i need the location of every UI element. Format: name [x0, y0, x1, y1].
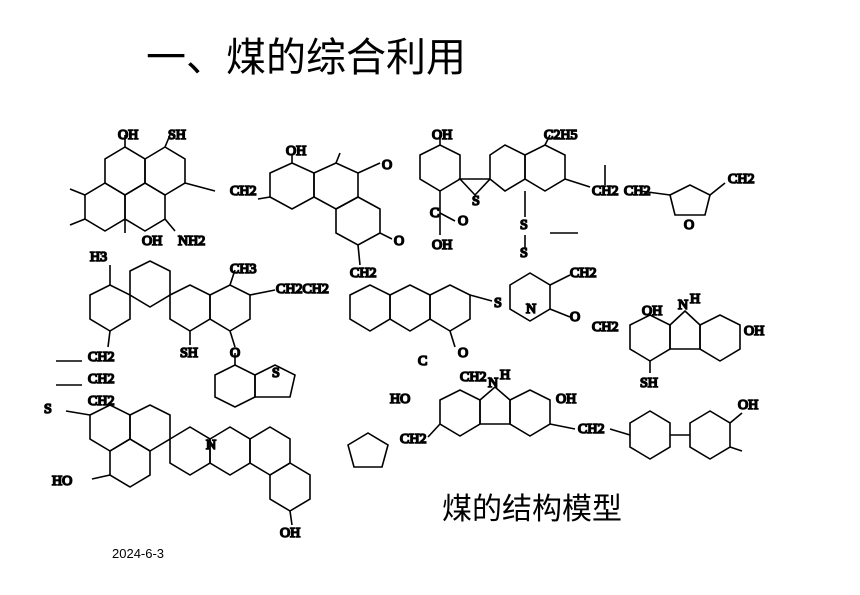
- label-c: C: [418, 354, 427, 369]
- furan-ring: [639, 182, 726, 216]
- label-sh: SH: [640, 376, 658, 391]
- slide-date: 2024-6-3: [112, 546, 165, 561]
- label-sh: SH: [180, 346, 198, 361]
- label-ch2: CH2: [400, 432, 426, 447]
- label-pyridine-n: N: [526, 302, 536, 317]
- carbazole-unit-bottom: [427, 385, 576, 438]
- label-ether-o: O: [458, 346, 468, 361]
- label-furan-o: O: [684, 218, 694, 233]
- label-oh: OH: [142, 234, 162, 249]
- label-oh: OH: [744, 324, 764, 339]
- label-oh: OH: [642, 304, 662, 319]
- label-carbazole-n: N: [678, 298, 688, 313]
- label-ch2: CH2: [230, 184, 256, 199]
- label-ch2: CH2: [88, 350, 114, 365]
- label-sulfide-s: S: [494, 296, 502, 311]
- hydroaromatic-unit: [349, 284, 493, 348]
- label-h3: H3: [90, 250, 107, 265]
- aza-polycycle-unit: [65, 404, 311, 526]
- label-oh: OH: [286, 144, 306, 159]
- label-disulfide-s: S: [520, 246, 528, 261]
- label-ho: HO: [52, 474, 72, 489]
- diagram-caption: 煤的结构模型: [442, 492, 622, 527]
- label-carboxyl-c: C: [430, 206, 439, 221]
- benzothiophene-unit: [214, 353, 296, 408]
- label-oh: OH: [738, 398, 758, 413]
- label-ch2: CH2: [578, 422, 604, 437]
- label-thiophene-s: S: [272, 366, 280, 381]
- label-ch2: CH2: [592, 184, 618, 199]
- label-ho: HO: [390, 392, 410, 407]
- label-aza-n: N: [206, 438, 216, 453]
- label-nh-h: H: [500, 368, 510, 383]
- slide-title: 一、煤的综合利用: [146, 35, 466, 81]
- dibenzothiophene-unit: [419, 134, 591, 249]
- label-sulfide-s: S: [44, 402, 52, 417]
- pyridine-ring: [509, 272, 571, 322]
- label-ch2: CH2: [88, 394, 114, 409]
- carbazole-unit-right: [629, 309, 741, 373]
- biphenyl-unit: [609, 410, 743, 460]
- label-ether-o: O: [570, 310, 580, 325]
- chrysene-unit: [89, 260, 276, 348]
- label-nh2: NH2: [178, 234, 205, 249]
- coal-structure-diagram: OH SH OH NH2 CH2 OH O O CH2 OH C2H5 S CH…: [43, 127, 765, 542]
- label-carbazole-n: N: [488, 376, 498, 391]
- label-oh: OH: [432, 128, 452, 143]
- label-ch2: CH2: [728, 172, 754, 187]
- label-ch2ch2: CH2CH2: [276, 282, 329, 297]
- label-oh: OH: [118, 128, 138, 143]
- cyclopentadiene-ring: [347, 432, 389, 468]
- label-sh: SH: [168, 128, 186, 143]
- label-thiophene-s: S: [472, 194, 480, 209]
- label-ch2: CH2: [88, 372, 114, 387]
- label-carboxyl-o: O: [458, 214, 468, 229]
- label-ch2: CH2: [460, 370, 486, 385]
- pyrene-ring-system: [69, 134, 216, 233]
- label-ch2: CH2: [624, 184, 650, 199]
- label-c2h5: C2H5: [544, 128, 577, 143]
- label-ch2: CH2: [592, 320, 618, 335]
- label-ch2: CH2: [350, 266, 376, 281]
- label-ch3: CH3: [230, 262, 256, 277]
- phenanthrene-unit: [257, 152, 393, 266]
- label-ketone-o: O: [394, 234, 404, 249]
- label-ch2: CH2: [570, 266, 596, 281]
- label-carboxyl-oh: OH: [432, 238, 452, 253]
- label-ether-o: O: [382, 158, 392, 173]
- label-oh: OH: [556, 392, 576, 407]
- label-nh-h: H: [690, 292, 700, 307]
- label-disulfide-s: S: [520, 218, 528, 233]
- label-oh: OH: [280, 526, 300, 541]
